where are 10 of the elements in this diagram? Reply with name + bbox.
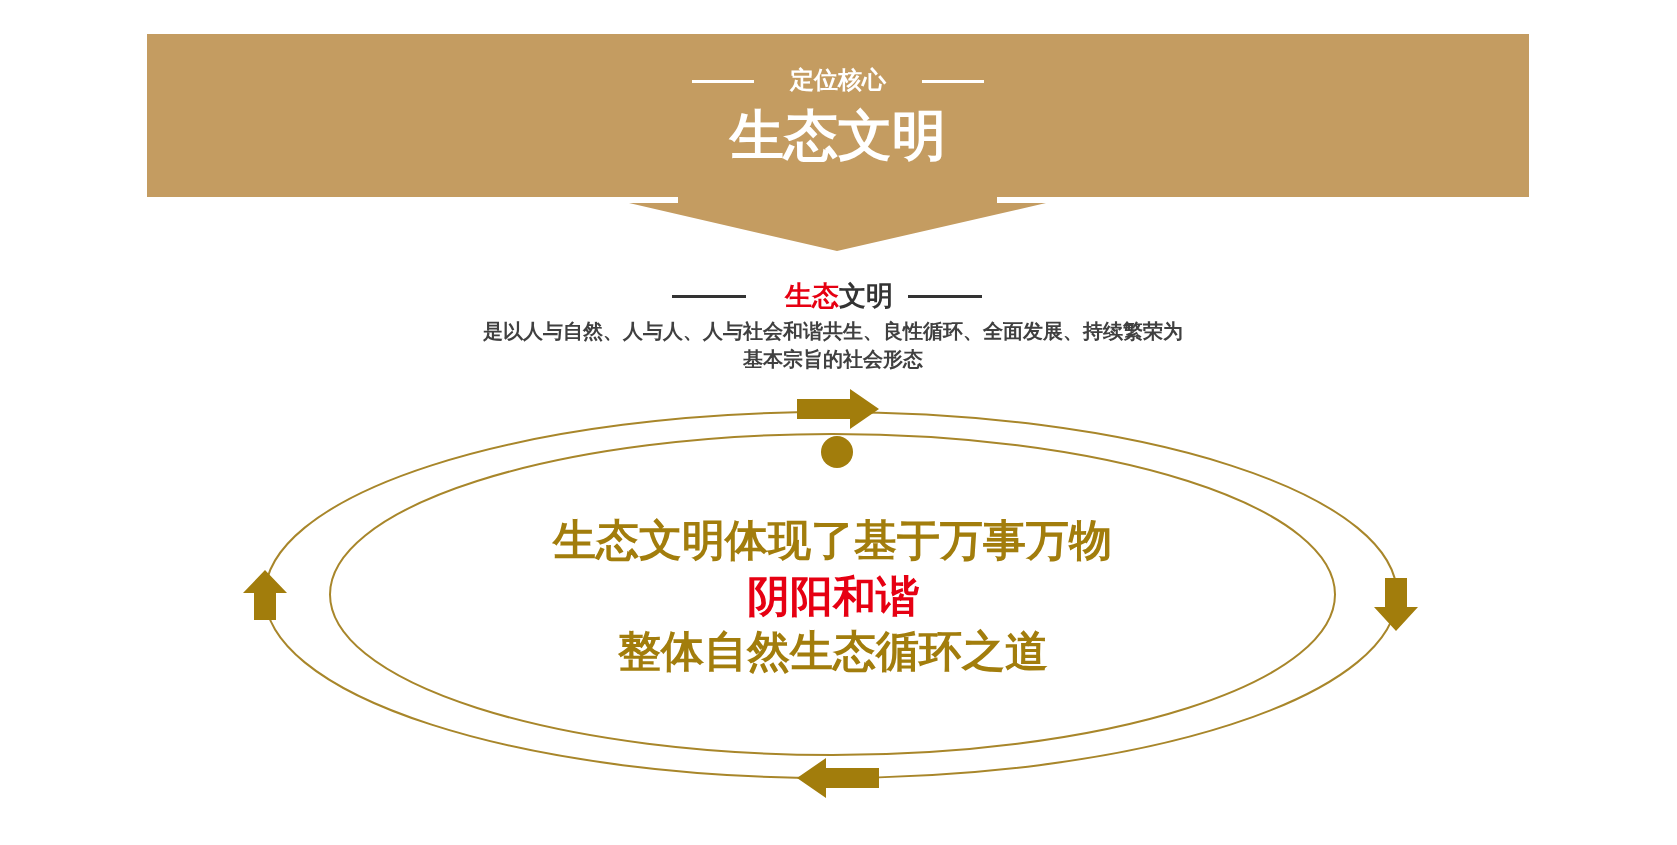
cycle-ellipse bbox=[329, 433, 1336, 756]
ellipse-text: 整体自然生态循环之道 bbox=[616, 626, 1049, 676]
highlighted-word: 生态 bbox=[784, 280, 839, 311]
title: 生态文明 bbox=[728, 103, 947, 169]
ellipse-text: 阴阳和谐 bbox=[745, 571, 920, 621]
subheading: 文明 bbox=[838, 280, 893, 311]
heading-text: 定位核心 bbox=[788, 65, 887, 96]
description-text: 是以人与自然、人与人、人与社会和谐共生、良性循环、全面发展、持续繁荣为基本宗旨的社会形态 bbox=[483, 318, 1183, 373]
banner-arrow bbox=[147, 34, 1529, 251]
ellipse-text: 生态文明体现了基于万事万物 bbox=[551, 515, 1113, 565]
